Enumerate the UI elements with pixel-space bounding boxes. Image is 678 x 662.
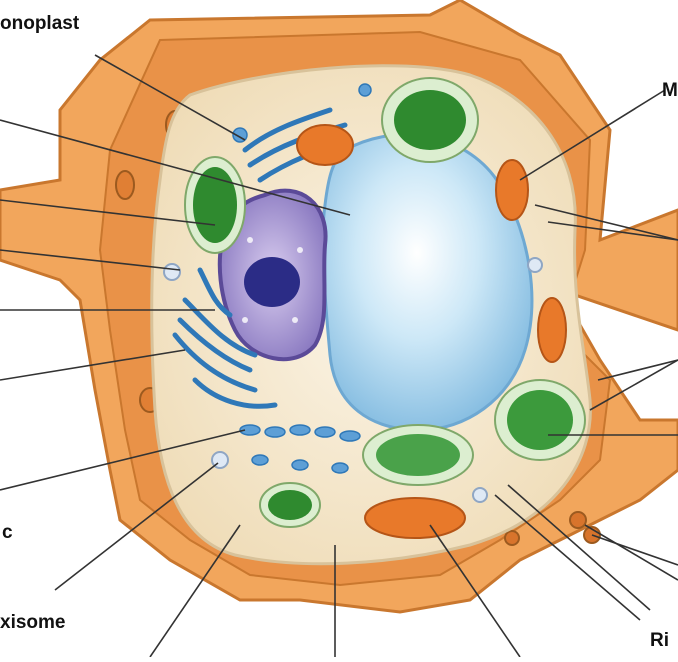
label-tonoplast: onoplast <box>0 13 79 35</box>
label-peroxisome: xisome <box>0 612 65 634</box>
label-mitochondrion: M <box>662 80 678 102</box>
label-ribosomes: Ri <box>650 630 669 652</box>
label-golgi: c <box>2 522 13 544</box>
nucleolus <box>244 257 300 307</box>
